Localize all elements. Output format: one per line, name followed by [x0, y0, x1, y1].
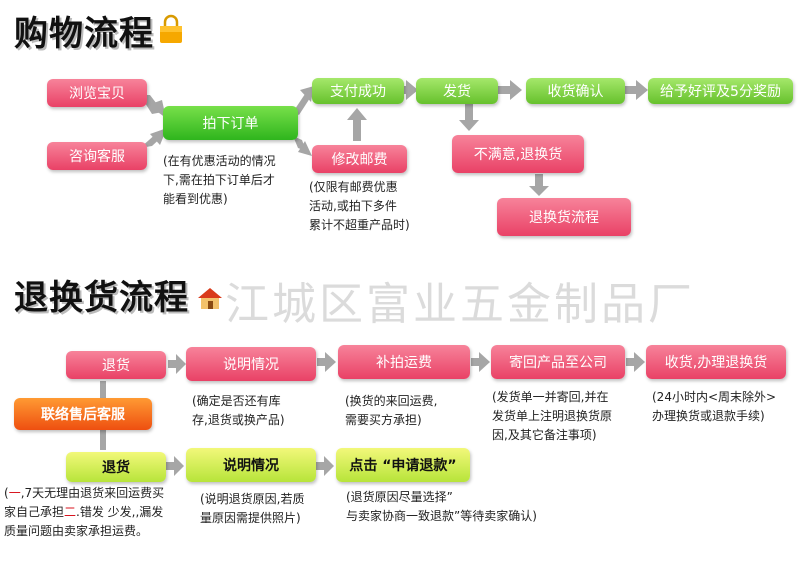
arrow-modify-to-pay	[353, 116, 361, 141]
arrow-head-consult-order	[150, 128, 167, 145]
connector-contact-down	[100, 430, 106, 450]
policy-line-3: 质量问题由卖家承担运费。	[4, 524, 149, 538]
reshoot-note: (换货的来回运费, 需要买方承担)	[345, 392, 438, 430]
arrow-head-pay-ship	[406, 80, 418, 100]
arrow-head-return-explain	[176, 354, 186, 374]
arrow-head-refund-explain	[174, 456, 184, 476]
arrow-ship-to-confirm	[498, 86, 512, 94]
watermark-text: 江城区富业五金制品厂	[225, 279, 695, 330]
order-node: 拍下订单	[163, 106, 298, 140]
explain-node-1: 说明情况	[186, 347, 316, 381]
house-icon	[198, 288, 222, 309]
unsatisfied-node: 不满意,退换货	[452, 135, 584, 173]
receive-node: 收货,办理退换货	[646, 345, 786, 379]
arrow-head-order-pay	[300, 86, 314, 102]
connector-contact-up	[100, 381, 106, 398]
arrow-head-unsatisfied-flow	[529, 186, 549, 196]
send-back-note-line: (发货单一并寄回,并在	[492, 390, 609, 404]
ship-node: 发货	[416, 78, 498, 104]
policy-text-3: .错发 少发,,漏发	[76, 505, 164, 519]
apply-note-line: 与卖家协商一致退款”等待卖家确认)	[346, 509, 537, 523]
good-review-node: 给予好评及5分奖励	[648, 78, 793, 104]
arrow-head-sendback-receive	[634, 352, 645, 372]
explain-note-2-line: (说明退货原因,若质	[200, 492, 305, 506]
arrow-head-explain-reshoot	[325, 352, 336, 372]
order-note-line: (在有优惠活动的情况	[163, 154, 276, 168]
arrow-head-ship-confirm	[510, 80, 522, 100]
modify-postage-node: 修改邮费	[312, 145, 407, 173]
shopping-bag-icon	[160, 14, 182, 43]
arrow-head-modify-pay	[347, 108, 367, 120]
policy-number-2: 二	[64, 505, 77, 519]
arrow-head-explain-apply	[324, 456, 334, 476]
explain-note-2-line: 量原因需提供照片)	[200, 511, 301, 525]
arrow-head-ship-unsatisfied	[459, 120, 479, 131]
order-note-line: 下,需在拍下订单后才	[163, 173, 275, 187]
consult-node: 咨询客服	[47, 142, 147, 170]
arrow-head-browse-order	[148, 100, 166, 118]
send-back-note: (发货单一并寄回,并在 发货单上注明退换货原 因,及其它备注事项)	[492, 388, 612, 445]
return-flow-node: 退换货流程	[497, 198, 631, 236]
arrow-head-order-modify	[298, 141, 312, 156]
arrow-ship-to-unsatisfied	[465, 104, 473, 122]
reshoot-note-line: (换货的来回运费,	[345, 394, 438, 408]
return-node: 退货	[66, 351, 166, 379]
policy-line-1: (一,7天无理由退货来回运费买	[4, 486, 165, 500]
arrow-head-confirm-review	[636, 80, 648, 100]
apply-note-line: (退货原因尽量选择”	[346, 490, 453, 504]
reshoot-postage-node: 补拍运费	[338, 345, 470, 379]
arrow-return-to-explain	[168, 360, 178, 368]
order-note-line: 能看到优惠)	[163, 192, 228, 206]
explain-note-1: (确定是否还有库 存,退货或换产品)	[192, 392, 285, 430]
arrow-unsatisfied-to-flow	[535, 174, 543, 188]
arrow-reshoot-to-sendback	[471, 358, 481, 366]
reshoot-note-line: 需要买方承担)	[345, 413, 422, 427]
refund-node: 退货	[66, 452, 166, 482]
policy-text-1: ,7天无理由退货来回运费买	[20, 486, 165, 500]
postage-note-line: 活动,或拍下多件	[309, 199, 397, 213]
return-flow-title: 退换货流程	[14, 278, 189, 318]
explain-note-1-line: 存,退货或换产品)	[192, 413, 285, 427]
contact-service-node: 联络售后客服	[14, 398, 152, 430]
postage-note-line: (仅限有邮费优惠	[309, 180, 398, 194]
policy-number-1: 一	[8, 486, 21, 500]
receive-note-line: 办理换货或退款手续)	[652, 409, 765, 423]
arrow-confirm-to-review	[622, 86, 638, 94]
apply-note: (退货原因尽量选择” 与卖家协商一致退款”等待卖家确认)	[346, 488, 537, 526]
pay-success-node: 支付成功	[312, 78, 404, 104]
send-back-node: 寄回产品至公司	[491, 345, 625, 379]
explain-node-2: 说明情况	[186, 448, 316, 482]
receive-note: (24小时内<周末除外> 办理换货或退款手续)	[652, 388, 776, 426]
send-back-note-line: 因,及其它备注事项)	[492, 428, 597, 442]
policy-line-2: 家自己承担二.错发 少发,,漏发	[4, 503, 194, 522]
arrow-explain-to-apply	[316, 462, 326, 470]
browse-node: 浏览宝贝	[47, 79, 147, 107]
explain-note-1-line: (确定是否还有库	[192, 394, 281, 408]
apply-refund-node: 点击 “申请退款”	[336, 448, 470, 482]
policy-text-2: 家自己承担	[4, 505, 65, 519]
postage-note-line: 累计不超重产品时)	[309, 218, 410, 232]
left-return-policy-note: (一,7天无理由退货来回运费买 家自己承担二.错发 少发,,漏发 质量问题由卖家…	[4, 484, 194, 541]
shopping-flow-title: 购物流程	[14, 14, 154, 54]
explain-note-2: (说明退货原因,若质 量原因需提供照片)	[200, 490, 305, 528]
arrow-explain-to-reshoot	[317, 358, 327, 366]
receive-note-line: (24小时内<周末除外>	[652, 390, 777, 404]
postage-note: (仅限有邮费优惠 活动,或拍下多件 累计不超重产品时)	[309, 178, 410, 235]
confirm-receipt-node: 收货确认	[526, 78, 625, 104]
send-back-note-line: 发货单上注明退换货原	[492, 409, 613, 423]
order-note: (在有优惠活动的情况 下,需在拍下订单后才 能看到优惠)	[163, 152, 276, 209]
arrow-sendback-to-receive	[626, 358, 636, 366]
arrow-head-reshoot-sendback	[479, 352, 490, 372]
arrow-refund-to-explain	[166, 462, 176, 470]
